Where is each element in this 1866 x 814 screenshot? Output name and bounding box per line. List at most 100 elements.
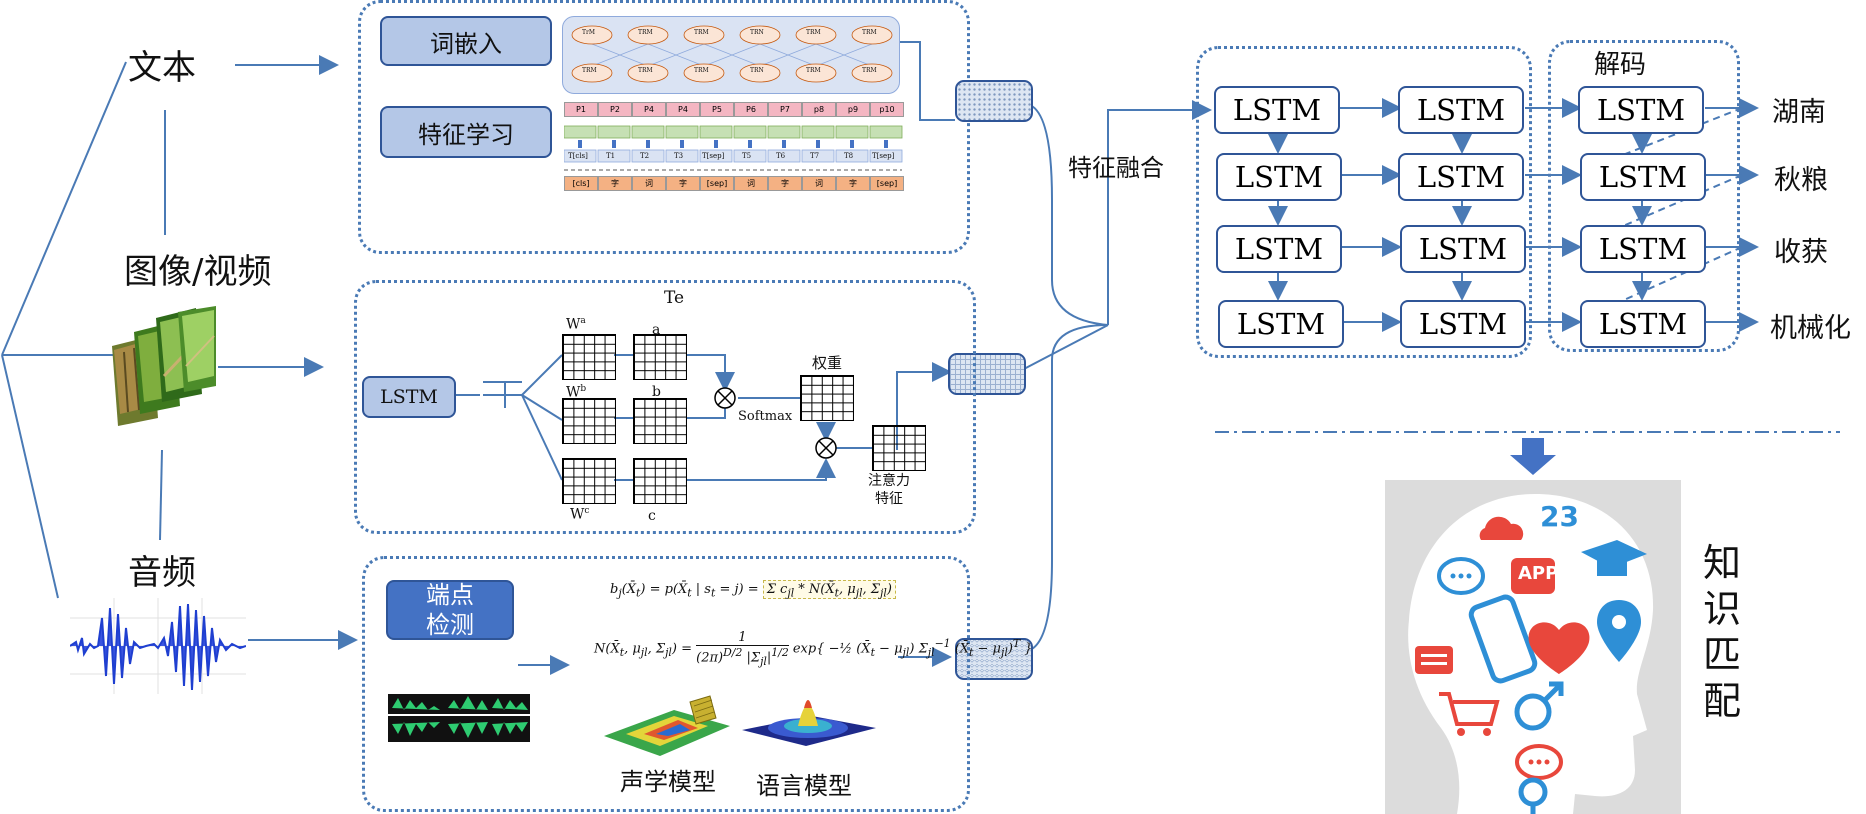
image-lstm-box: LSTM bbox=[362, 376, 456, 418]
acoustic-model-plot bbox=[604, 695, 730, 756]
audio-processing-panel bbox=[362, 556, 970, 812]
wc-label: Wc bbox=[570, 506, 590, 523]
output-word: 收获 bbox=[1774, 237, 1828, 268]
position-token: P4 bbox=[666, 102, 700, 117]
position-token: p9 bbox=[836, 102, 870, 117]
weight-matrix bbox=[800, 375, 854, 421]
attention-feature-label: 注意力 特征 bbox=[868, 473, 910, 507]
c-label: c bbox=[648, 508, 656, 524]
gmm-equation-2: N(X̄t, μjl, Σjl) = 1(2π)D/2 |Σjl|1/2 exp… bbox=[594, 630, 1033, 668]
encoder-panel bbox=[1196, 46, 1532, 358]
location-pin-icon bbox=[1597, 600, 1641, 662]
lstm-cell: LSTM bbox=[1580, 300, 1706, 348]
feature-learning-box: 特征学习 bbox=[380, 106, 552, 158]
position-token: P7 bbox=[768, 102, 802, 117]
trm-label: TRM bbox=[694, 29, 709, 36]
head-icons-illustration bbox=[1408, 494, 1654, 814]
embedding-token: 字 bbox=[768, 176, 802, 191]
t-token: T8 bbox=[844, 152, 854, 160]
input-image-video-label: 图像/视频 bbox=[124, 252, 272, 292]
b-label: b bbox=[652, 384, 661, 400]
trm-label: TRM bbox=[806, 67, 821, 74]
knowledge-match-label: 知识匹配 bbox=[1702, 541, 1741, 723]
lstm-cell: LSTM bbox=[1218, 300, 1344, 348]
image-feature-block bbox=[948, 353, 1026, 395]
lstm-cell: LSTM bbox=[1578, 86, 1704, 134]
input-audio-label: 音频 bbox=[128, 553, 196, 593]
app-icon-text: APP bbox=[1518, 563, 1559, 584]
acoustic-model-label: 声学模型 bbox=[620, 768, 716, 796]
lstm-cell: LSTM bbox=[1580, 153, 1706, 201]
weight-label: 权重 bbox=[812, 354, 843, 372]
lstm-cell: LSTM bbox=[1398, 153, 1524, 201]
wb-matrix bbox=[562, 398, 616, 444]
embedding-token: 词 bbox=[734, 176, 768, 191]
endpoint-detection-box: 端点 检测 bbox=[386, 580, 514, 640]
decoder-panel bbox=[1548, 40, 1740, 352]
endpoint-spectrogram bbox=[388, 694, 530, 742]
position-token: P2 bbox=[598, 102, 632, 117]
a-matrix bbox=[633, 334, 687, 380]
softmax-label: Softmax bbox=[738, 409, 793, 424]
trm-label: TrM bbox=[582, 29, 596, 36]
position-token: P5 bbox=[700, 102, 734, 117]
embedding-token: 字 bbox=[598, 176, 632, 191]
trm-label: TRM bbox=[806, 29, 821, 36]
position-token: p8 bbox=[802, 102, 836, 117]
word-embedding-box: 词嵌入 bbox=[380, 16, 552, 66]
transformer-connections bbox=[571, 25, 893, 83]
heart-icon bbox=[1528, 622, 1590, 674]
gmm-equation-1: bj(X̄t) = p(X̄t | st = j) = Σ cjl * N(X̄… bbox=[610, 580, 896, 600]
embedding-token: [sep] bbox=[870, 176, 904, 191]
t-token: T[cls] bbox=[568, 152, 588, 160]
t-token: T7 bbox=[810, 152, 820, 160]
lstm-cell: LSTM bbox=[1216, 153, 1342, 201]
lstm-cell: LSTM bbox=[1216, 225, 1342, 273]
graduation-cap-icon bbox=[1581, 540, 1647, 576]
lstm-cell: LSTM bbox=[1400, 300, 1526, 348]
t-token: T2 bbox=[640, 152, 650, 160]
embedding-token: [cls] bbox=[564, 176, 598, 191]
t-token: T6 bbox=[776, 152, 786, 160]
trm-label: TRM bbox=[694, 67, 709, 74]
output-word: 秋粮 bbox=[1774, 165, 1828, 196]
shopping-cart-icon bbox=[1439, 692, 1500, 736]
lstm-cell: LSTM bbox=[1580, 225, 1706, 273]
text-processing-panel bbox=[358, 0, 970, 254]
trm-label: TRM bbox=[638, 29, 653, 36]
message-icon bbox=[1415, 646, 1453, 674]
t-token: T[sep] bbox=[872, 152, 895, 160]
trm-label: TRM bbox=[638, 67, 653, 74]
decoder-label: 解码 bbox=[1594, 50, 1647, 80]
a-label: a bbox=[652, 322, 661, 338]
output-word: 湖南 bbox=[1772, 97, 1826, 128]
male-symbol-icon bbox=[1514, 681, 1564, 731]
c-matrix bbox=[633, 458, 687, 504]
position-token: p10 bbox=[870, 102, 904, 117]
lstm-cell: LSTM bbox=[1398, 86, 1524, 134]
lstm-cell: LSTM bbox=[1400, 225, 1526, 273]
trm-label: TRM bbox=[862, 29, 877, 36]
app-icon bbox=[1511, 558, 1555, 594]
chat-bubble-icon bbox=[1515, 744, 1563, 780]
position-token: P1 bbox=[564, 102, 598, 117]
chat-icon bbox=[1437, 557, 1485, 595]
embedding-token: 字 bbox=[836, 176, 870, 191]
image-processing-panel bbox=[354, 280, 976, 534]
language-model-label: 语言模型 bbox=[756, 772, 852, 800]
t-token: T1 bbox=[606, 152, 616, 160]
output-word: 机械化 bbox=[1770, 313, 1851, 344]
b-matrix bbox=[633, 398, 687, 444]
position-token: P4 bbox=[632, 102, 666, 117]
embedding-token: [sep] bbox=[700, 176, 734, 191]
text-feature-block bbox=[955, 80, 1033, 122]
embedding-token: 词 bbox=[802, 176, 836, 191]
audio-waveform bbox=[70, 598, 246, 694]
female-symbol-icon bbox=[1518, 777, 1548, 814]
wb-label: Wb bbox=[566, 384, 587, 401]
attention-matrix bbox=[872, 425, 926, 471]
embedding-token: 字 bbox=[666, 176, 700, 191]
lstm-cell: LSTM bbox=[1214, 86, 1340, 134]
cloud-icon bbox=[1479, 516, 1524, 540]
